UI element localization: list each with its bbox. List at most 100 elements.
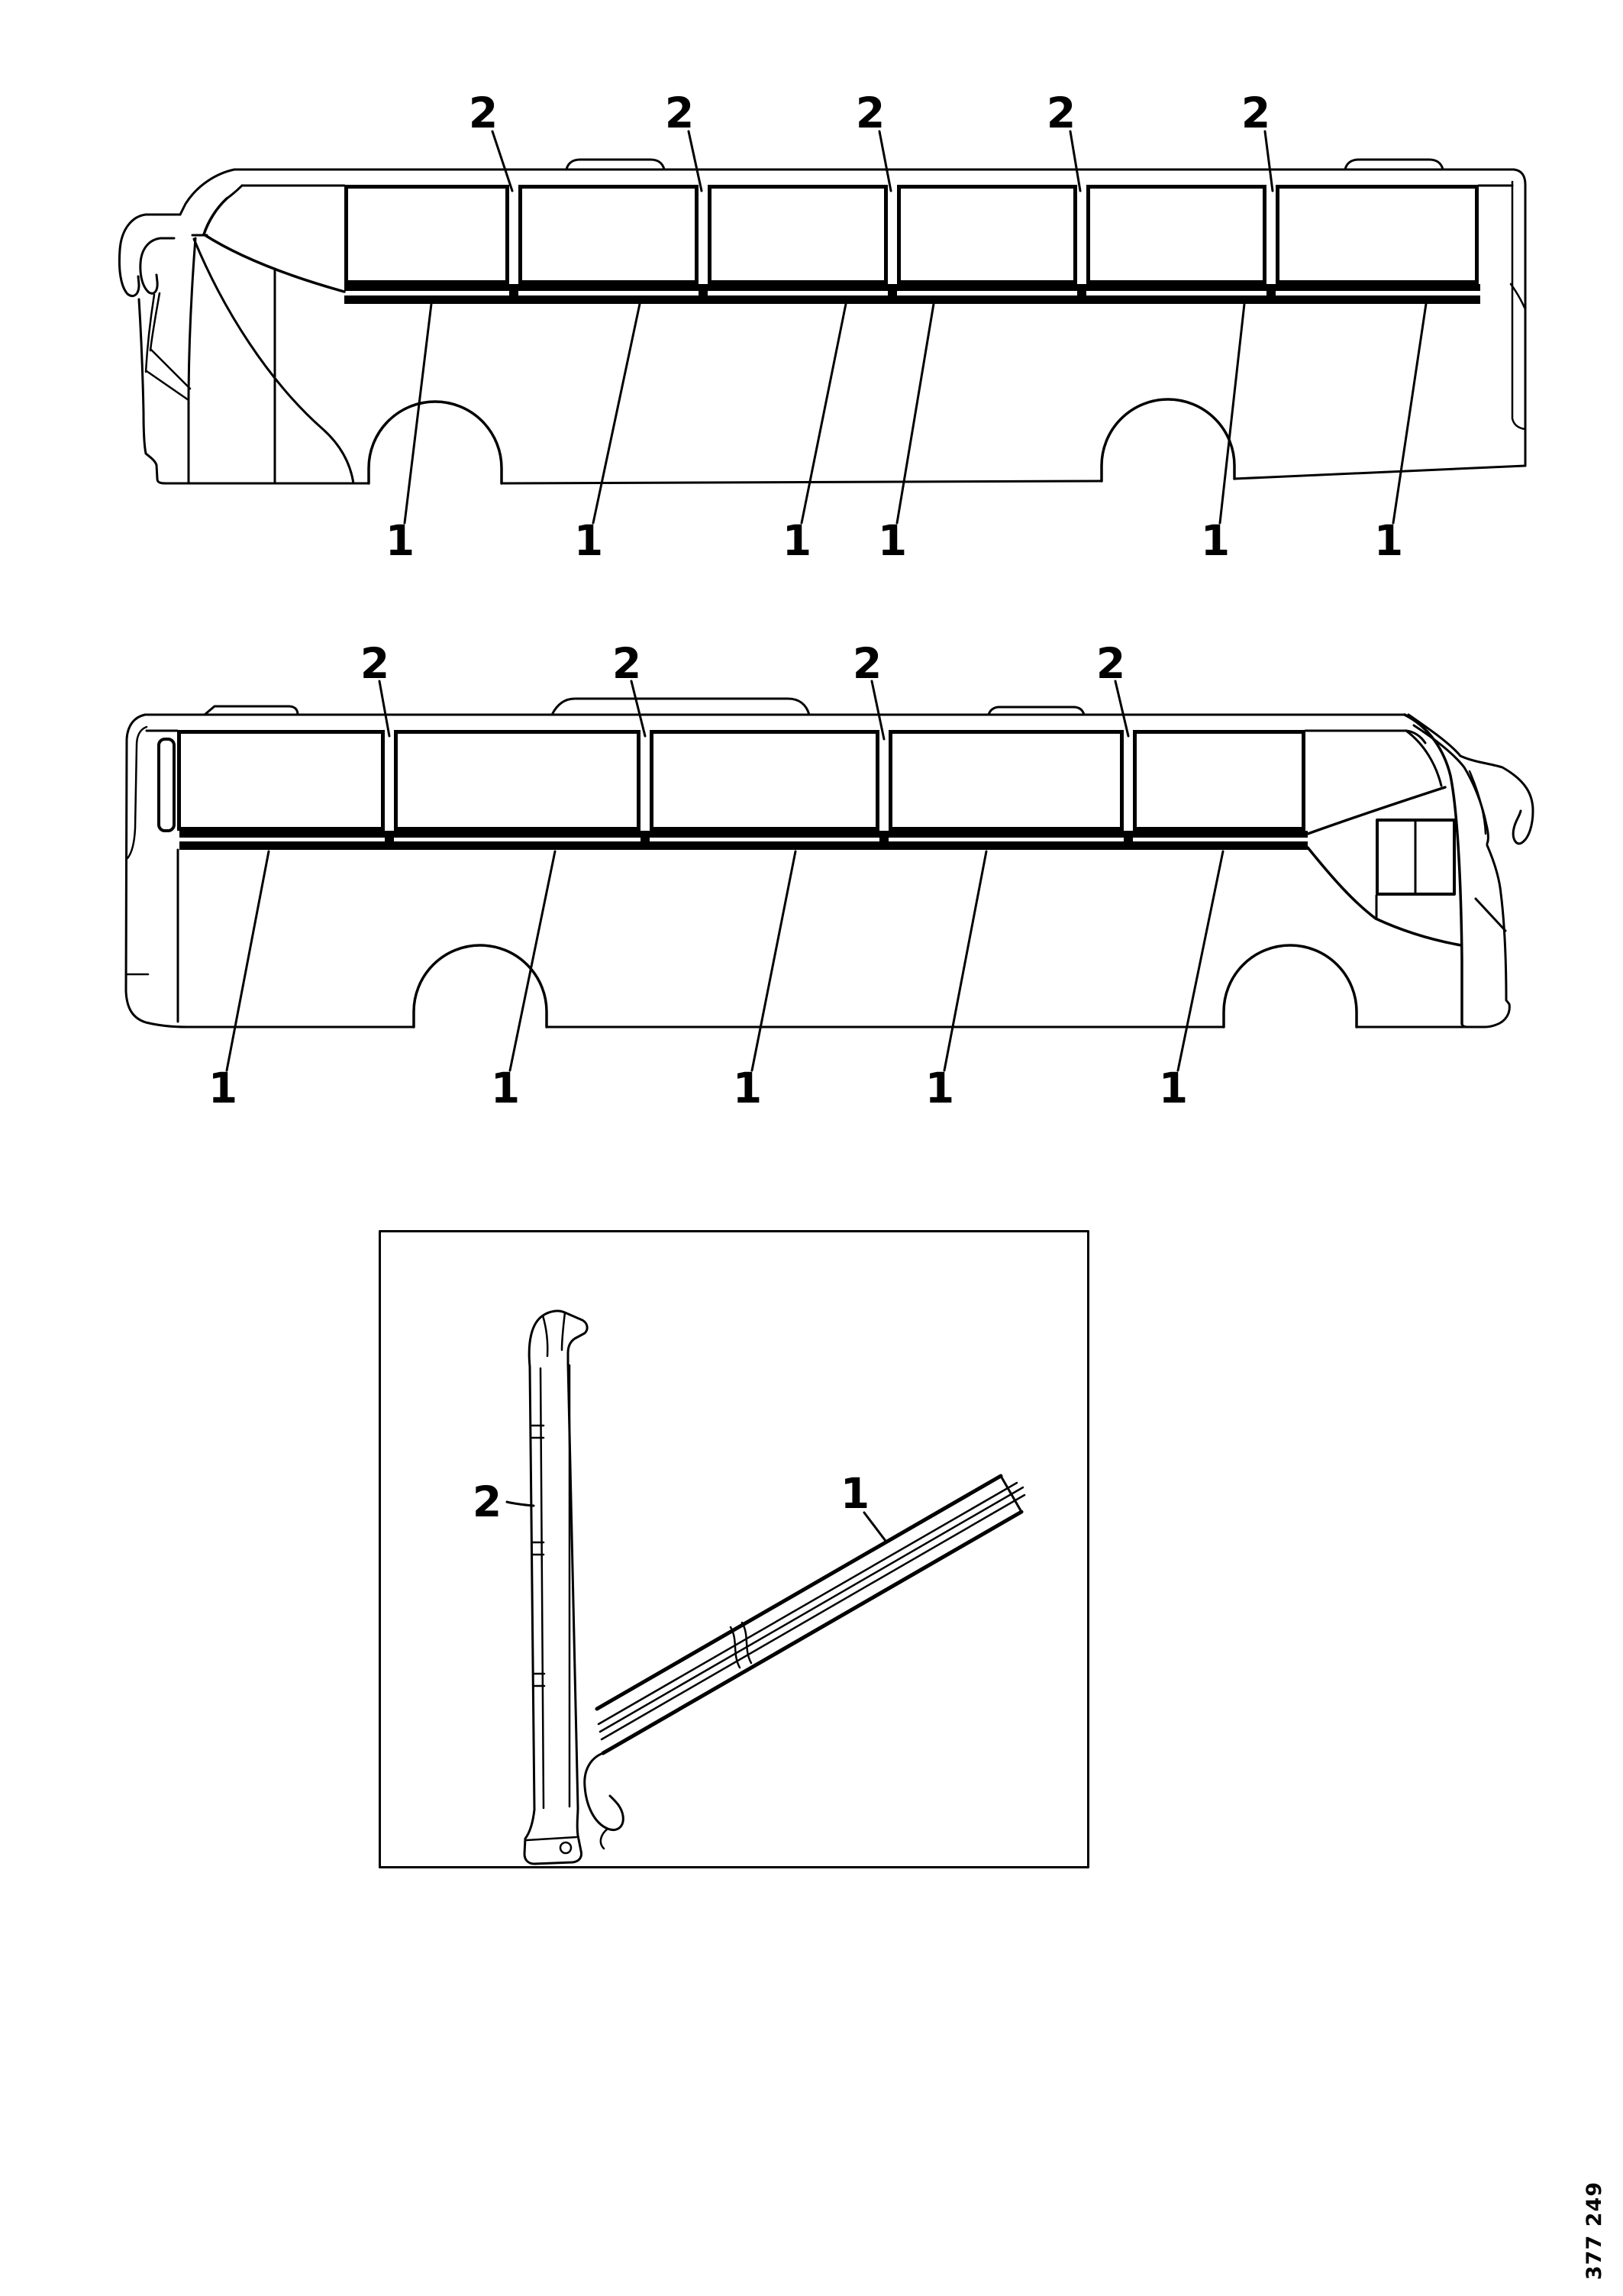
leader-line <box>1392 302 1428 525</box>
waist-rail <box>344 295 1480 304</box>
wheel-arch <box>1100 398 1236 483</box>
cantrail-curl <box>225 184 244 200</box>
front-skirt-curve <box>1306 846 1463 947</box>
side-window <box>708 185 888 284</box>
rail-callout-label: 1 <box>574 516 603 565</box>
pillar-callout-label: 2 <box>1096 639 1125 688</box>
side-window <box>1133 730 1305 831</box>
front-face <box>137 298 167 485</box>
leader-line <box>1176 850 1225 1072</box>
roof-hatch <box>550 697 811 716</box>
leader-line <box>491 130 514 192</box>
rail-edge <box>601 1510 1024 1755</box>
pillar-foot <box>509 288 518 299</box>
rail-callout-label: 1 <box>733 1064 762 1112</box>
pillar-callout-label: 2 <box>853 639 882 688</box>
rear-seam <box>1509 283 1526 309</box>
side-window <box>1276 185 1479 284</box>
pillar-shaft-edge <box>566 1362 579 1810</box>
side-window <box>177 730 385 831</box>
break-mark <box>729 1626 741 1669</box>
rail-callout-label: 1 <box>841 1469 870 1518</box>
side-window <box>394 730 640 831</box>
pillar-top-cap <box>528 1309 589 1368</box>
pillar-callout-label: 2 <box>612 639 641 688</box>
front-dome <box>179 168 236 216</box>
rail-rib <box>600 1494 1026 1741</box>
detail-box <box>379 1230 1089 1868</box>
door-edge-curve <box>192 237 355 485</box>
windshield-lower-edge <box>202 233 346 293</box>
wiper-brace <box>1474 897 1507 932</box>
rear-inner-line <box>126 725 148 860</box>
pillar-callout-label: 2 <box>473 1477 502 1526</box>
mirror-stay-link <box>149 347 192 390</box>
window-pillar-profile <box>523 1309 589 1865</box>
a-pillar-inner <box>1405 729 1443 787</box>
leader-line <box>508 850 557 1072</box>
leader-line <box>687 130 703 192</box>
side-window <box>1086 185 1266 284</box>
pillar-callout-label: 2 <box>856 89 885 137</box>
break-mark <box>741 1621 753 1665</box>
roof-hatch <box>1344 158 1444 171</box>
panel-seam <box>187 237 197 485</box>
pillar-foot <box>699 288 708 299</box>
rail-callout-label: 1 <box>782 516 812 565</box>
rail-callout-label: 1 <box>386 516 415 565</box>
leader-line <box>403 302 433 525</box>
side-window <box>897 185 1077 284</box>
rear-quarter-window <box>157 738 176 832</box>
roof-hatch <box>987 706 1086 716</box>
rearview-mirror-inner-icon <box>1468 770 1487 835</box>
pillar-shaft-edge <box>539 1367 545 1810</box>
leader-line <box>630 680 647 738</box>
mirror-stay <box>144 293 156 373</box>
pillar-cap-inner <box>541 1314 549 1358</box>
rail-rib <box>597 1481 1018 1726</box>
rearview-mirror-icon <box>1407 713 1534 845</box>
skirt-line <box>500 480 1103 485</box>
rail-rib <box>599 1486 1024 1733</box>
leader-line <box>505 1500 535 1507</box>
pillar-cap-inner <box>560 1311 566 1351</box>
mirror-stay-link <box>145 370 190 402</box>
leader-line <box>378 680 391 738</box>
leader-line <box>943 850 988 1072</box>
leader-line <box>870 680 886 741</box>
leader-line <box>1069 130 1082 192</box>
window-sill-rail <box>179 831 1308 838</box>
pillar-shaft-edge <box>528 1365 536 1811</box>
wheel-arch <box>1222 944 1358 1029</box>
pillar-foot <box>888 288 897 299</box>
bolt-hole <box>559 1841 573 1855</box>
rearview-mirror-inner-icon <box>139 237 176 295</box>
pillar-callout-label: 2 <box>1241 89 1270 137</box>
leader-line <box>1263 130 1274 192</box>
rearview-mirror-icon <box>118 213 147 297</box>
rear-edge <box>124 713 189 1029</box>
rail-end-channel <box>599 1827 609 1850</box>
mirror-stay <box>149 292 161 352</box>
rail-end-cut <box>999 1474 1023 1513</box>
pillar-callout-label: 2 <box>469 89 498 137</box>
wheel-arch <box>412 944 548 1029</box>
roof-hatch <box>565 158 666 171</box>
pillar-callout-label: 2 <box>1047 89 1076 137</box>
skirt-line <box>1233 464 1527 480</box>
rail-callout-label: 1 <box>1374 516 1403 565</box>
rail-callout-label: 1 <box>491 1064 520 1112</box>
front-dome <box>1403 713 1463 1025</box>
leader-line <box>750 850 797 1072</box>
side-window <box>518 185 699 284</box>
rail-callout-label: 1 <box>1159 1064 1188 1112</box>
pillar-callout-label: 2 <box>665 89 694 137</box>
leader-line <box>800 302 847 525</box>
rear-edge <box>1512 168 1527 467</box>
rail-edge <box>595 1474 1003 1711</box>
waist-rail <box>179 841 1308 850</box>
windshield-lower-edge <box>1306 786 1447 835</box>
front-bumper <box>1483 844 1511 1029</box>
pillar-foot <box>1124 835 1133 846</box>
